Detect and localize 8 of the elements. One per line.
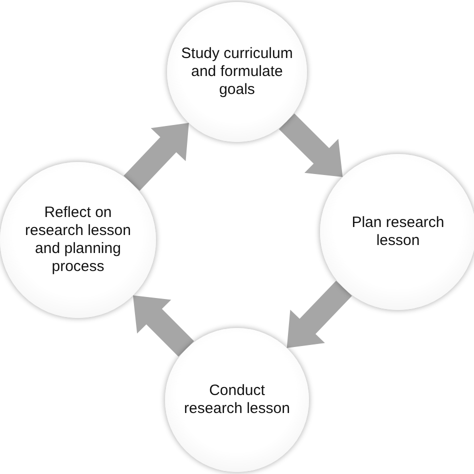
step-label: Conduct research lesson [183, 382, 291, 418]
block-arrow [132, 295, 194, 357]
step-label: Study curriculum and formulate goals [181, 45, 293, 99]
step-label: Reflect on research lesson and planning process [24, 204, 132, 276]
block-arrow [286, 280, 352, 348]
block-arrow [124, 122, 189, 191]
block-arrow [278, 114, 343, 178]
step-label: Plan research lesson [350, 214, 446, 250]
